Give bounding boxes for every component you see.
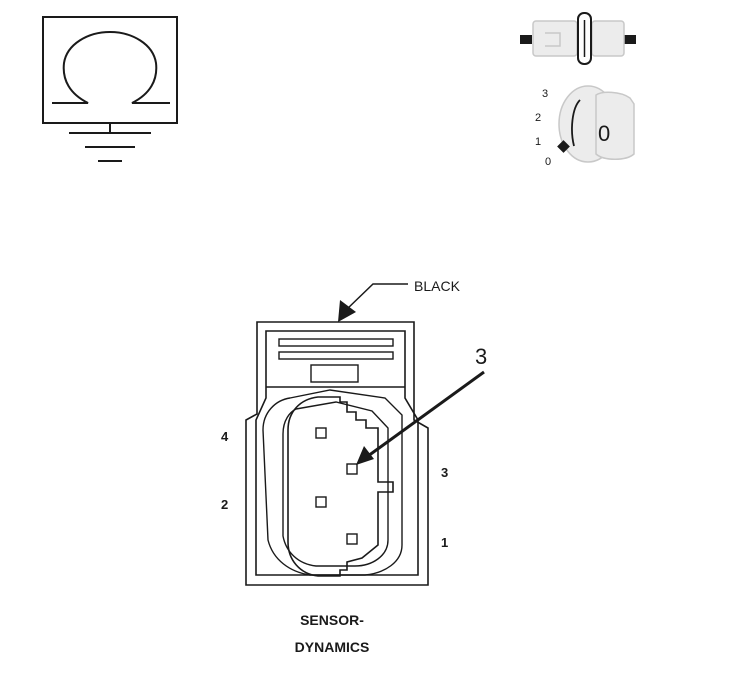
color-callout-arrow (338, 283, 408, 322)
connector-color-label: BLACK (414, 278, 461, 294)
key-position-2: 2 (535, 112, 541, 124)
pin-3-terminal (346, 463, 358, 475)
pin-label-1: 1 (441, 535, 448, 550)
connector-face (245, 321, 429, 586)
key-selected-position: 0 (598, 121, 610, 146)
ohmmeter-ground-symbol (42, 16, 178, 162)
pin-callout-arrow (356, 370, 485, 465)
pin-label-4: 4 (221, 429, 229, 444)
ohm-icon (52, 30, 170, 104)
key-position-1: 1 (535, 136, 541, 148)
pin-4-terminal (315, 427, 327, 439)
pin-2-terminal (315, 496, 327, 508)
callout-pin-number: 3 (475, 344, 487, 369)
pin-label-3: 3 (441, 465, 448, 480)
ignition-key-icon (557, 85, 635, 163)
pin-label-2: 2 (221, 497, 228, 512)
key-position-0: 0 (545, 156, 551, 168)
pin-1-terminal (346, 533, 358, 545)
disconnect-icon (520, 12, 636, 65)
key-position-3: 3 (542, 88, 548, 100)
connector-caption-line1: SENSOR- (300, 612, 364, 628)
ground-icon (69, 123, 151, 162)
connector-caption-line2: DYNAMICS (295, 639, 370, 655)
